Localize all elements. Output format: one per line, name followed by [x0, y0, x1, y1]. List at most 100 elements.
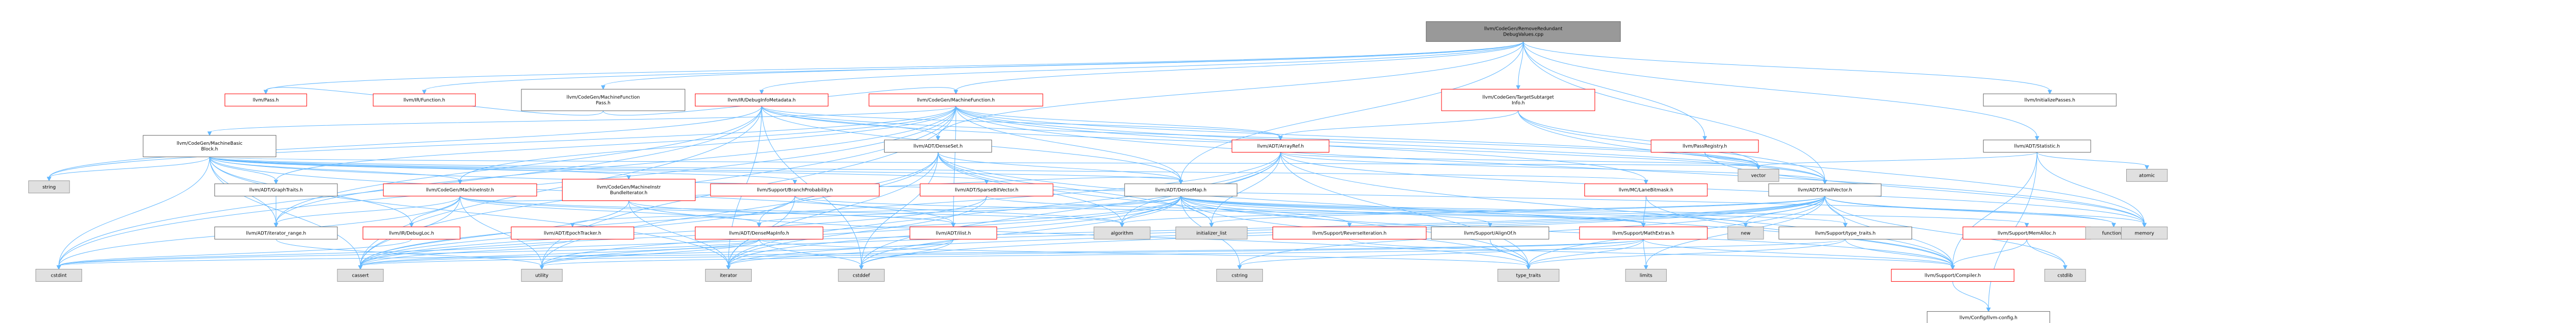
- edge-reverse-to-compiler: [1349, 239, 1955, 270]
- edge-line: [460, 196, 1123, 224]
- node-label: llvm/IR/Function.h: [403, 98, 445, 103]
- edge-line: [1349, 239, 1953, 266]
- graph-node-sparsebv[interactable]: llvm/ADT/SparseBitVector.h: [920, 183, 1054, 197]
- node-box: [838, 269, 885, 282]
- graph-node-denseset[interactable]: llvm/ADT/DenseSet.h: [884, 140, 992, 153]
- edge-line: [938, 152, 1181, 181]
- edge-arrowhead: [1178, 180, 1183, 184]
- edge-line: [1528, 239, 1846, 266]
- graph-node-didebug[interactable]: llvm/IR/DebugInfoMetadata.h: [694, 93, 828, 107]
- edge-line: [1758, 152, 2038, 166]
- graph-node-alignof[interactable]: llvm/Support/AlignOf.h: [1431, 226, 1549, 240]
- edge-line: [1239, 239, 1644, 266]
- node-box: [337, 269, 384, 282]
- graph-node-type_traits: type_traits: [1497, 269, 1560, 282]
- node-box: [710, 183, 880, 197]
- graph-node-passregistry[interactable]: llvm/PassRegistry.h: [1651, 140, 1759, 153]
- edge-line: [209, 157, 361, 266]
- edge-line: [360, 152, 1281, 266]
- graph-node-typetraits[interactable]: llvm/Support/type_traits.h: [1778, 226, 1912, 240]
- edge-line: [794, 196, 1644, 224]
- graph-node-memalloc[interactable]: llvm/Support/MemAlloc.h: [1962, 226, 2091, 240]
- node-box: [1497, 269, 1560, 282]
- edge-line: [541, 239, 759, 266]
- edge-arrowhead: [274, 223, 279, 228]
- node-label: llvm/Support/Compiler.h: [1925, 273, 1981, 278]
- edge-line: [1952, 281, 1989, 309]
- node-label: llvm/ADT/DenseSet.h: [913, 144, 962, 149]
- graph-node-graphtraits[interactable]: llvm/ADT/GraphTraits.h: [214, 183, 338, 197]
- edge-line: [1280, 152, 2145, 224]
- graph-node-mib[interactable]: llvm/CodeGen/MachineInstrBundleIterator.…: [562, 179, 696, 201]
- node-box: [28, 180, 70, 194]
- node-box: [372, 93, 476, 107]
- graph-node-densemap[interactable]: llvm/ADT/DenseMap.h: [1124, 183, 1238, 197]
- graph-node-mathextras[interactable]: llvm/Support/MathExtras.h: [1579, 226, 1708, 240]
- edge-line: [265, 41, 1524, 91]
- edge-line: [424, 41, 1524, 91]
- graph-node-lanebitmask[interactable]: llvm/MC/LaneBitmask.h: [1584, 183, 1708, 197]
- graph-node-reverse[interactable]: llvm/Support/ReverseIteration.h: [1273, 226, 1427, 240]
- edge-arrowhead: [1347, 223, 1352, 228]
- node-box: [1093, 226, 1150, 240]
- edge-line: [1704, 152, 2145, 224]
- edge-typetraits-to-type_traits: [1526, 239, 1846, 270]
- graph-node-smallvector[interactable]: llvm/ADT/SmallVector.h: [1768, 183, 1882, 197]
- edge-line: [1280, 152, 1759, 166]
- edge-line: [1518, 110, 2145, 224]
- edge-arrowhead: [936, 136, 940, 141]
- edge-epoch-to-cstdint: [56, 239, 573, 270]
- edge-debugloc-to-cstdint: [56, 239, 412, 270]
- edge-memalloc-to-cstdlib: [2026, 239, 2067, 270]
- edge-line: [209, 157, 795, 181]
- graph-node-cassert: cassert: [337, 269, 384, 282]
- edge-line: [955, 106, 1759, 166]
- graph-node-mf[interactable]: llvm/CodeGen/MachineFunction.h: [869, 93, 1043, 107]
- node-label: cstddef: [853, 273, 870, 278]
- graph-node-ilist[interactable]: llvm/ADT/ilist.h: [909, 226, 997, 240]
- graph-node-iterrange[interactable]: llvm/ADT/iterator_range.h: [214, 226, 338, 240]
- edge-didebug-to-denseset: [761, 106, 940, 141]
- node-label: Info.h: [1512, 101, 1524, 106]
- graph-node-compiler[interactable]: llvm/Support/Compiler.h: [1891, 269, 2014, 282]
- edge-line: [1122, 196, 1181, 224]
- graph-node-statistic[interactable]: llvm/ADT/Statistic.h: [1983, 140, 2091, 153]
- graph-node-config[interactable]: llvm/Config/llvm-config.h: [1927, 311, 2050, 323]
- node-box: [1778, 226, 1912, 240]
- graph-node-minstr[interactable]: llvm/CodeGen/MachineInstr.h: [383, 183, 537, 197]
- edge-arrowhead: [2024, 223, 2029, 228]
- edge-line: [1211, 152, 1281, 224]
- graph-node-pass[interactable]: llvm/Pass.h: [225, 93, 307, 107]
- edge-line: [1180, 196, 1490, 224]
- node-label: llvm/IR/DebugInfoMetadata.h: [727, 98, 795, 103]
- edge-arrowhead: [1278, 136, 1283, 141]
- edge-root-to-statistic: [1523, 41, 2040, 141]
- graph-node-utility: utility: [521, 269, 563, 282]
- node-box: [1231, 140, 1330, 153]
- edge-root-to-mfp: [601, 41, 1524, 90]
- edge-arrowhead: [409, 223, 414, 228]
- edge-line: [58, 239, 759, 266]
- edge-line: [1704, 152, 1759, 166]
- edge-didebug-to-vector: [761, 106, 1761, 170]
- edge-line: [1280, 152, 1953, 266]
- node-box: [562, 179, 696, 201]
- edge-line: [628, 200, 1529, 266]
- edge-line: [1523, 41, 2050, 91]
- graph-node-dmi[interactable]: llvm/ADT/DenseMapInfo.h: [694, 226, 823, 240]
- edge-arrowhead: [1986, 308, 1991, 312]
- graph-node-irfunc[interactable]: llvm/IR/Function.h: [372, 93, 476, 107]
- graph-node-bp[interactable]: llvm/Support/BranchProbability.h: [710, 183, 880, 197]
- edge-arrowhead: [2063, 265, 2067, 270]
- graph-node-epoch[interactable]: llvm/ADT/EpochTracker.h: [511, 226, 634, 240]
- graph-node-debugloc[interactable]: llvm/IR/DebugLoc.h: [362, 226, 461, 240]
- edge-root-to-initpasses: [1523, 41, 2052, 95]
- node-box: [920, 183, 1054, 197]
- graph-node-root[interactable]: llvm/CodeGen/RemoveRedundantDebugValues.…: [1426, 21, 1621, 42]
- graph-node-initpasses[interactable]: llvm/InitializePasses.h: [1983, 93, 2117, 107]
- graph-node-arrayref[interactable]: llvm/ADT/ArrayRef.h: [1231, 140, 1330, 153]
